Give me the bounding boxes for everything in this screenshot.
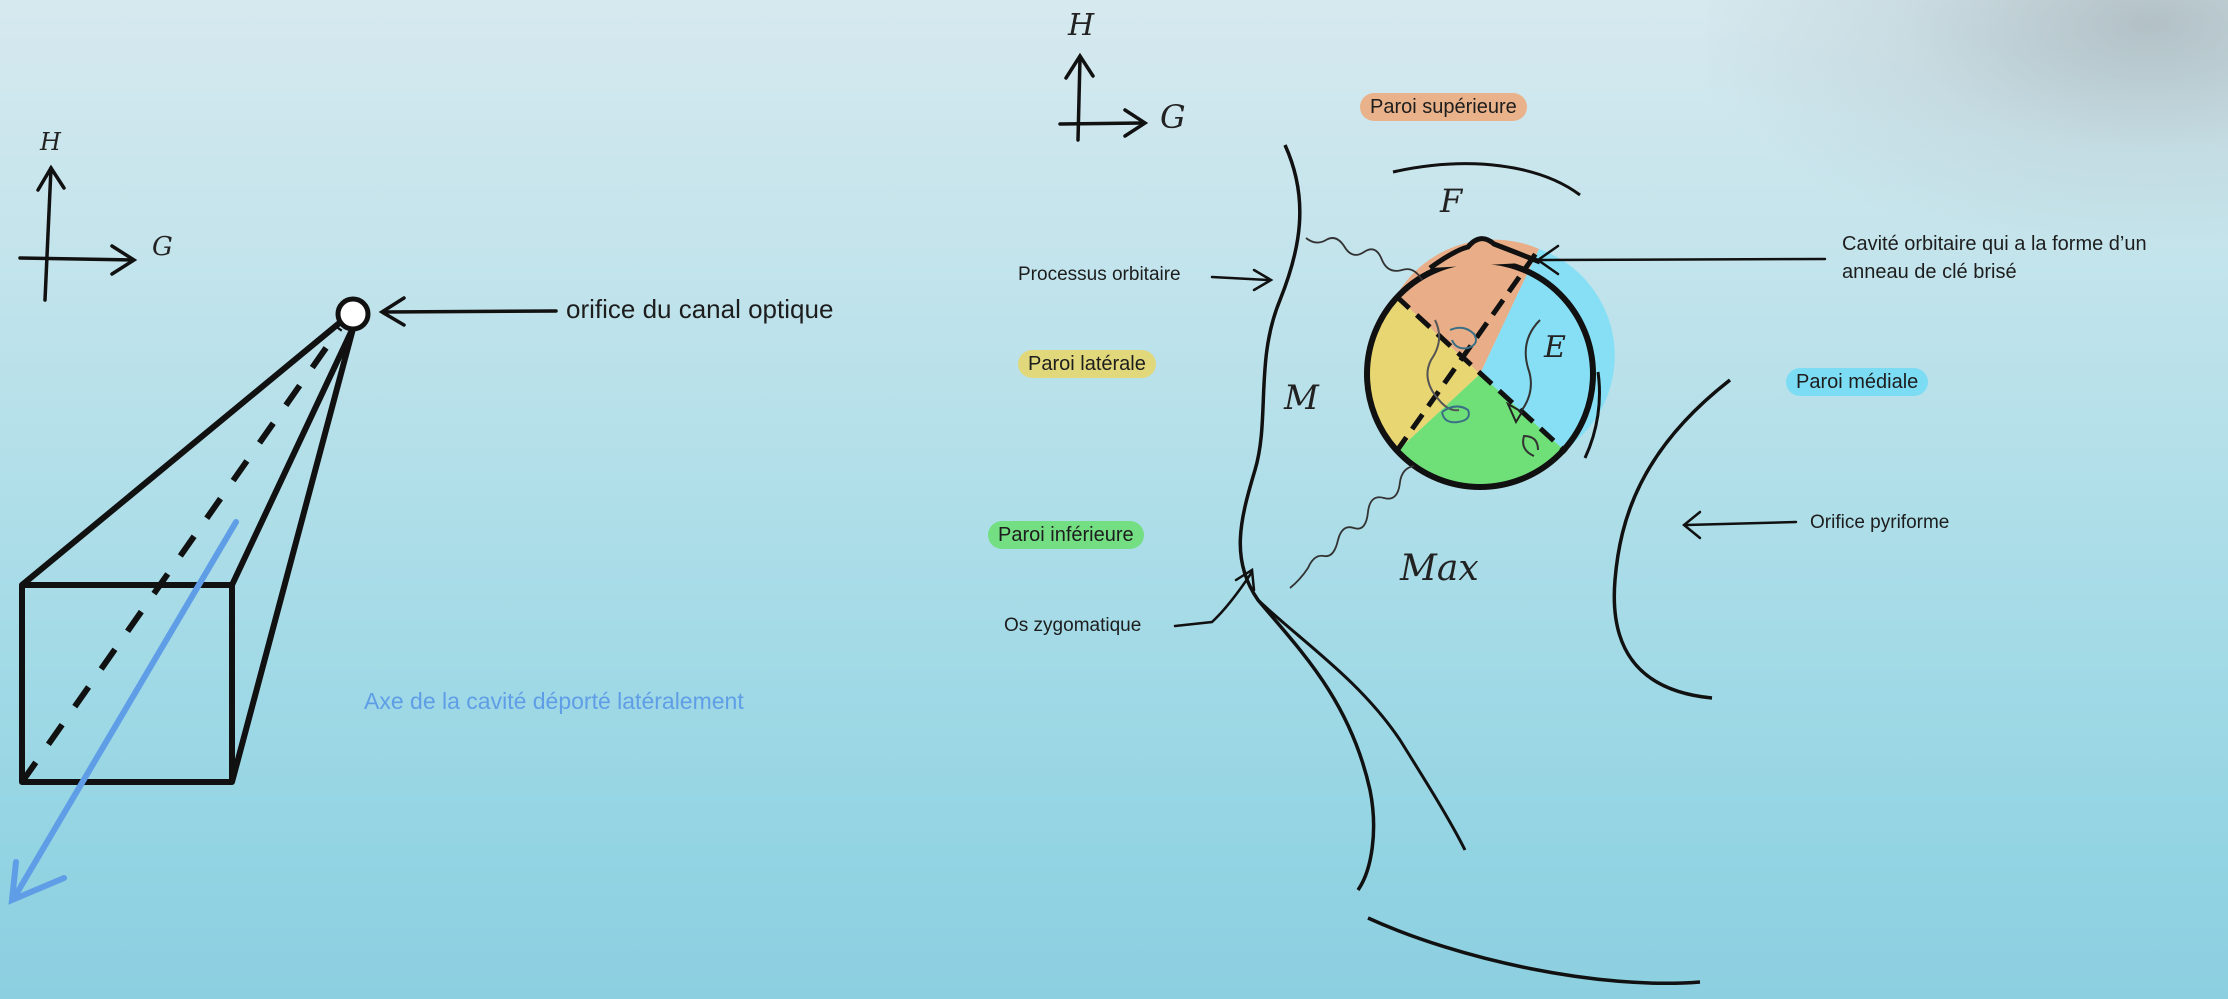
paroi-laterale-tag: Paroi latérale bbox=[1018, 350, 1156, 378]
ethmoid-bone-label: E bbox=[1544, 330, 1566, 365]
axis-note-label: Axe de la cavité déporté latéralement bbox=[364, 688, 744, 716]
left-orientation-axes bbox=[20, 168, 134, 300]
optic-canal-arrow bbox=[382, 298, 556, 325]
cavity-axis-arrow bbox=[12, 522, 236, 900]
optic-canal-orifice bbox=[338, 299, 368, 329]
orifice-pyriforme-label: Orifice pyriforme bbox=[1810, 512, 1949, 535]
frontal-bone-label: F bbox=[1440, 182, 1462, 220]
right-axis-h-label: H bbox=[1068, 8, 1094, 43]
paroi-superieure-tag: Paroi supérieure bbox=[1360, 93, 1527, 121]
malar-bone-label: M bbox=[1284, 378, 1319, 418]
zygomatic-outline bbox=[1240, 145, 1373, 890]
right-orientation-axes bbox=[1060, 56, 1145, 140]
orbit-cavity bbox=[1365, 238, 1615, 488]
maxilla-bone-label: Max bbox=[1400, 548, 1479, 589]
suture-upper bbox=[1306, 238, 1422, 280]
os-zygomatique-label: Os zygomatique bbox=[1004, 615, 1141, 638]
right-axis-g-label: G bbox=[1160, 98, 1186, 136]
paroi-mediale-tag: Paroi médiale bbox=[1786, 368, 1928, 396]
pyriform-aperture bbox=[1614, 380, 1730, 698]
orbit-pyramid bbox=[22, 320, 354, 782]
frontal-arc bbox=[1393, 164, 1580, 195]
optic-canal-label: orifice du canal optique bbox=[566, 294, 833, 325]
paroi-inferieure-tag: Paroi inférieure bbox=[988, 521, 1144, 549]
lower-curve bbox=[1368, 918, 1700, 983]
cavite-orbitaire-label-line1: Cavité orbitaire qui a la forme d’un bbox=[1842, 232, 2147, 256]
left-axis-h-label: H bbox=[40, 128, 61, 156]
left-axis-g-label: G bbox=[152, 232, 173, 262]
suture-lower bbox=[1290, 466, 1414, 588]
cavite-orbitaire-label-line2: anneau de clé brisé bbox=[1842, 260, 2017, 284]
processus-orbitaire-label: Processus orbitaire bbox=[1018, 264, 1181, 287]
